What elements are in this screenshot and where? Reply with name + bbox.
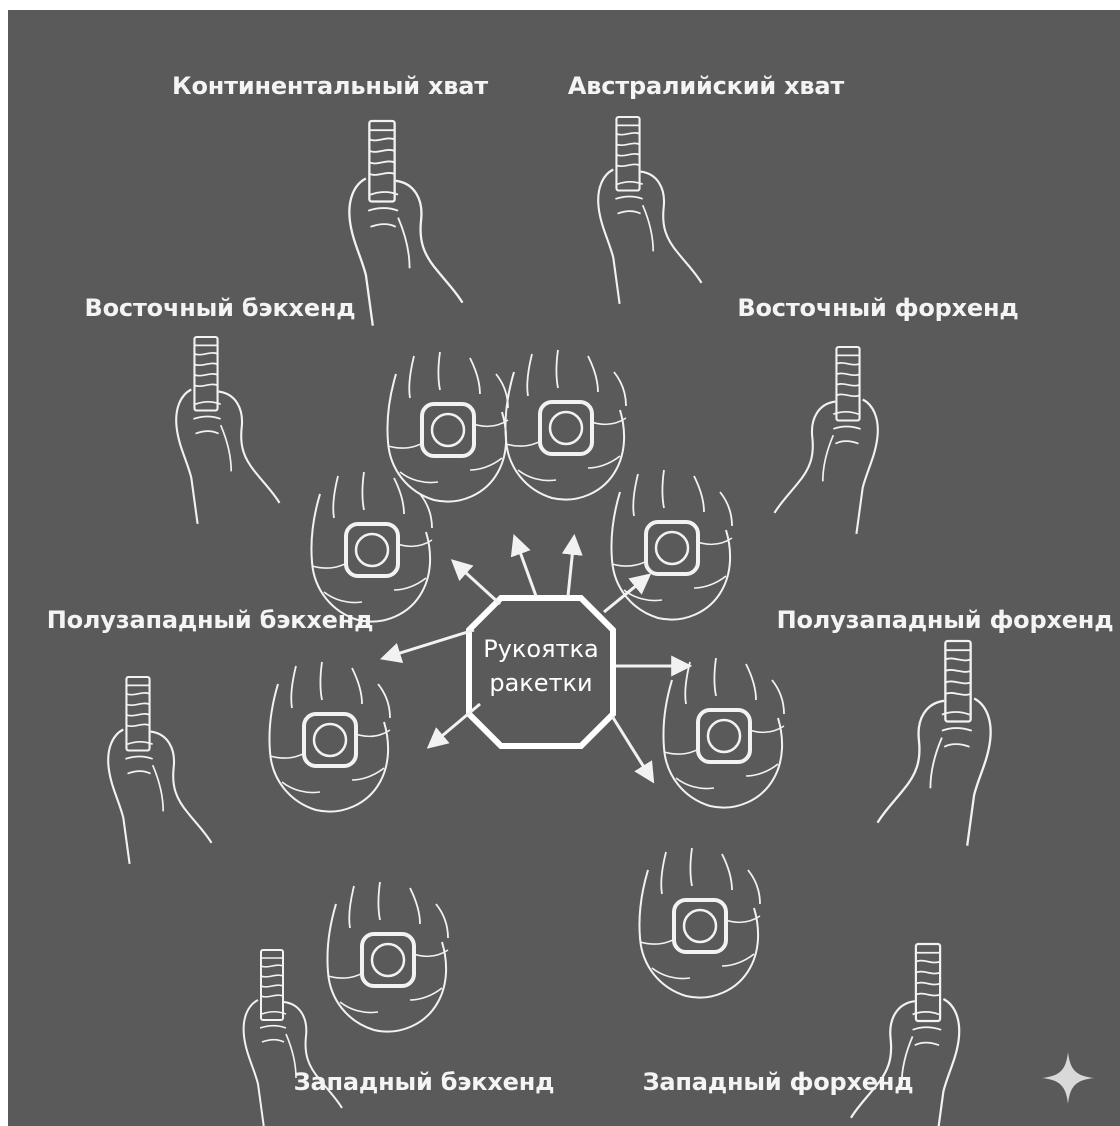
label-eastern-forehand: Восточный форхенд [737,294,1018,322]
center-label-line2: ракетки [471,666,611,700]
label-continental: Континентальный хват [172,72,488,100]
center-label: Рукоятка ракетки [471,632,611,700]
label-australian: Австралийский хват [568,72,844,100]
label-eastern-backhand: Восточный бэкхенд [85,294,356,322]
semiwestern-forehand-fist [663,658,784,808]
semiwestern-backhand-hand [108,677,211,864]
label-semiwestern-backhand: Полузападный бэкхенд [47,606,374,634]
center-label-line1: Рукоятка [471,632,611,666]
eastern-forehand-hand [775,347,878,534]
western-forehand-fist [639,848,760,998]
sparkle-icon [1040,1050,1096,1106]
semiwestern-forehand-hand [878,641,991,846]
western-forehand-hand [851,944,959,1126]
eastern-forehand-fist [611,470,732,620]
semiwestern-backhand-fist [269,662,390,812]
continental-fist [387,352,508,502]
western-backhand-hand [244,950,342,1126]
continental-hand [349,121,462,326]
western-backhand-fist [327,882,448,1032]
diagram-artwork [8,10,1120,1126]
label-western-forehand: Западный форхенд [643,1068,914,1096]
australian-hand [598,117,701,304]
eastern-backhand-fist [311,472,432,622]
label-western-backhand: Западный бэкхенд [294,1068,555,1096]
australian-fist [505,350,626,500]
label-semiwestern-forehand: Полузападный форхенд [777,606,1114,634]
eastern-backhand-hand [176,337,279,524]
grip-diagram: Континентальный хват Австралийский хват … [8,10,1120,1126]
